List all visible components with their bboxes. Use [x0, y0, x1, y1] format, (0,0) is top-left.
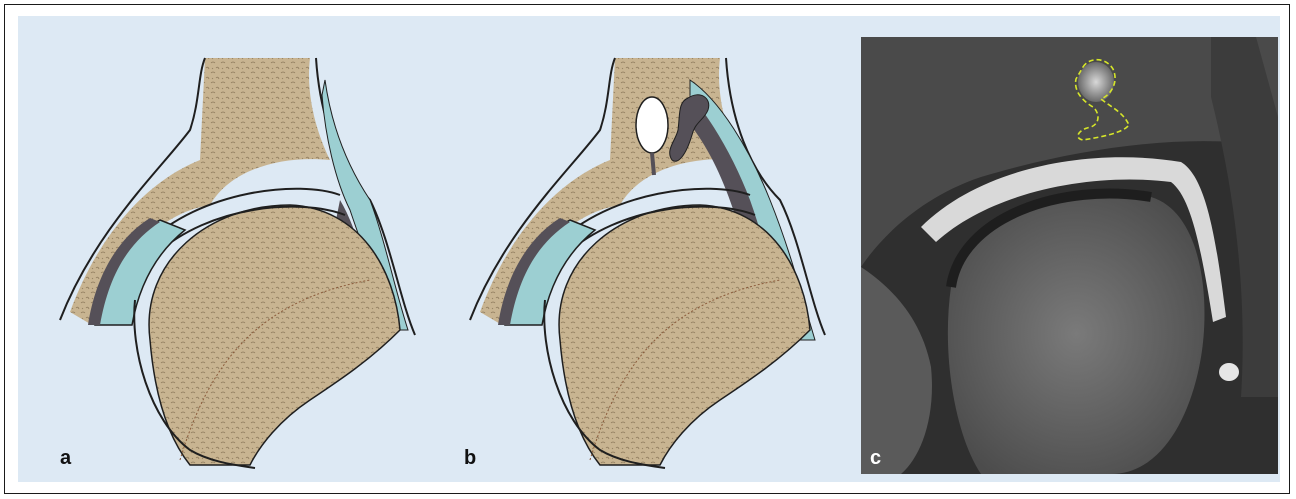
- femoral-head: [149, 205, 400, 465]
- panel-label-c: c: [870, 448, 881, 468]
- panel-label-a: a: [60, 448, 71, 468]
- illustration-panel-b: [450, 40, 850, 480]
- bone-cyst: [636, 97, 668, 153]
- illustration-panel-a: [40, 40, 440, 480]
- stalk: [652, 153, 654, 175]
- femoral-head: [559, 205, 810, 465]
- panel-label-b: b: [464, 448, 476, 468]
- small-bright-node: [1219, 363, 1239, 381]
- cyst-bright-spot: [1078, 62, 1114, 102]
- mri-image-panel-c: [861, 37, 1278, 474]
